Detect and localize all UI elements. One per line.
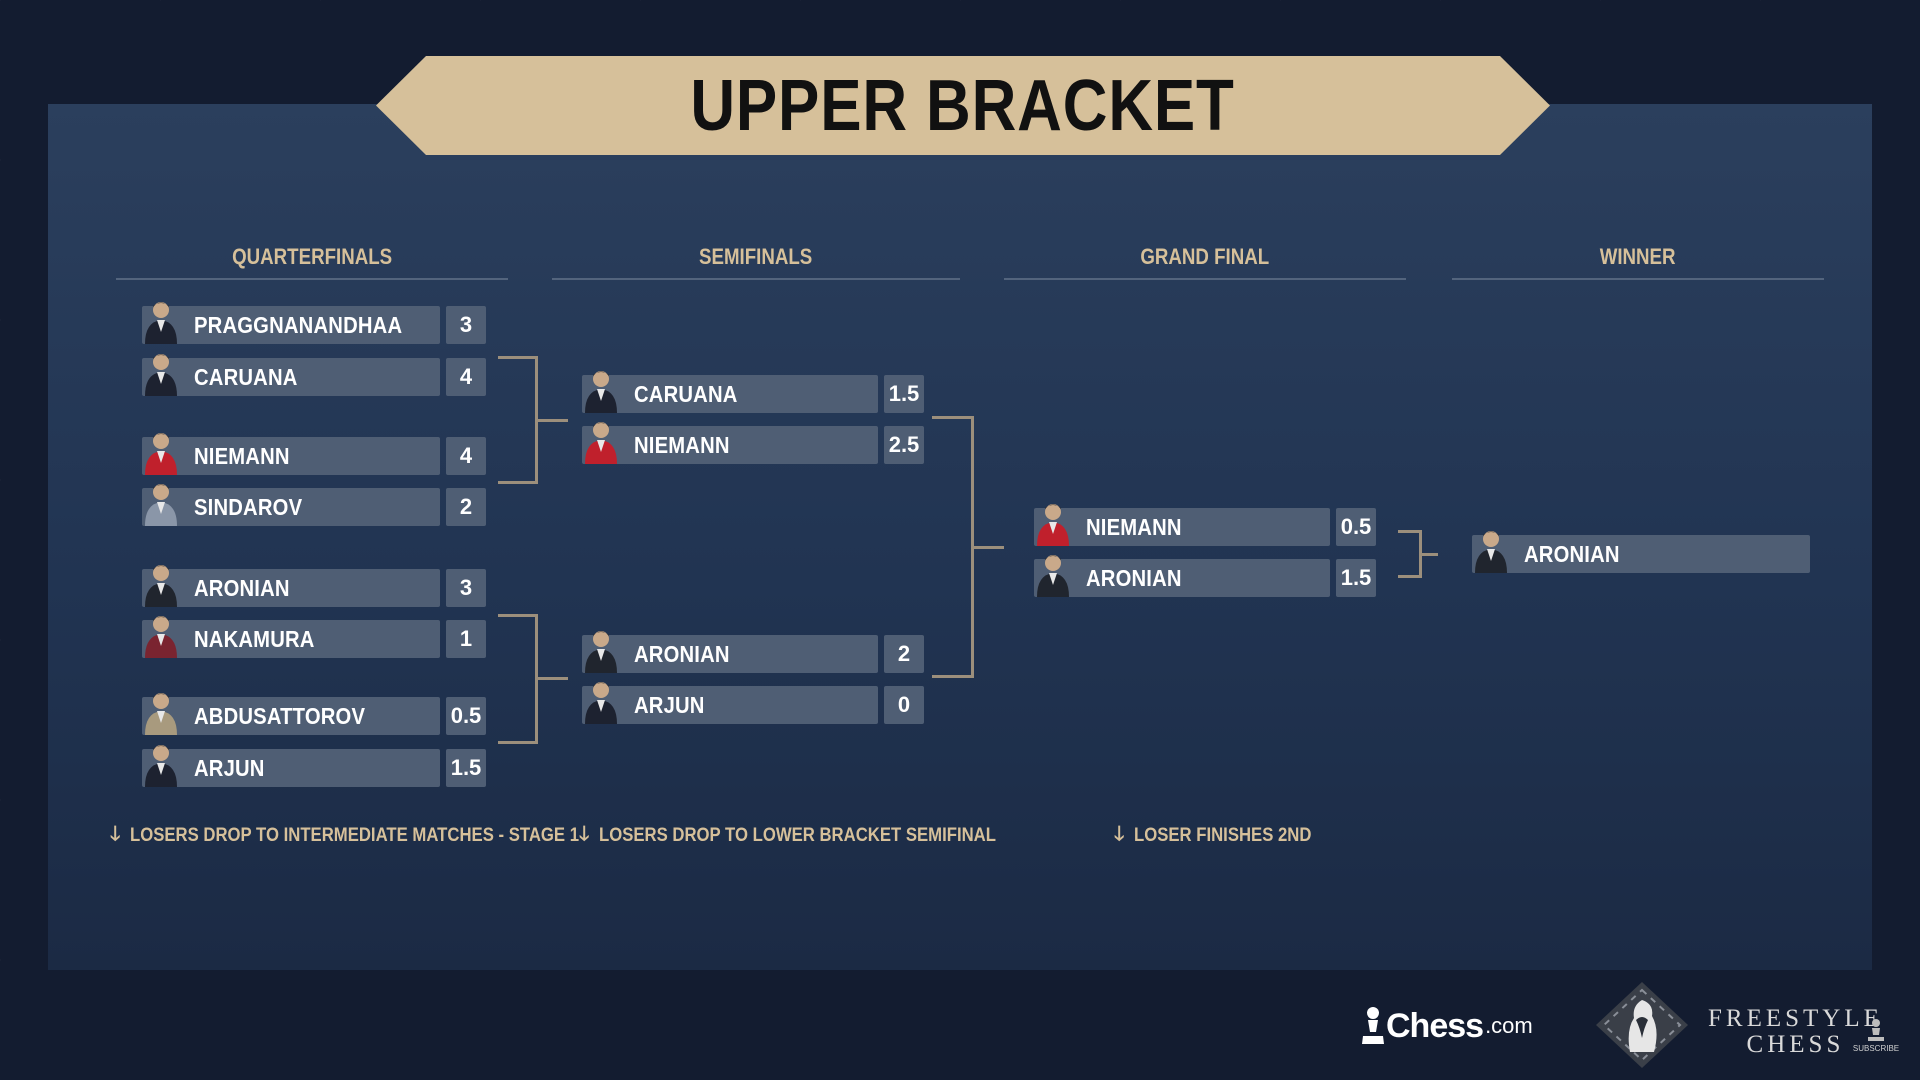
bracket-connector xyxy=(498,356,538,484)
player-name-box xyxy=(142,358,440,396)
player-name-box xyxy=(142,697,440,735)
column-header-semifinals: SEMIFINALS xyxy=(552,244,960,280)
player-name: NIEMANN xyxy=(1086,514,1182,540)
player-slot: PRAGGNANANDHAA 3 xyxy=(142,302,486,344)
player-score: 0.5 xyxy=(446,697,486,735)
player-score: 4 xyxy=(446,437,486,475)
down-arrow-icon: 🡓 xyxy=(579,823,590,845)
player-avatar-icon xyxy=(585,371,617,413)
player-slot: ARONIAN 2 xyxy=(582,631,924,673)
player-avatar-icon xyxy=(145,565,177,607)
player-score: 4 xyxy=(446,358,486,396)
pawn-icon xyxy=(1868,1019,1884,1041)
freestyle-chess-wordmark: FREESTYLE CHESS xyxy=(1708,1005,1883,1058)
chesscom-logo: Chess .com xyxy=(1360,1004,1533,1048)
player-slot: NIEMANN 2.5 xyxy=(582,422,924,464)
player-avatar-icon xyxy=(1037,504,1069,546)
player-slot: ARJUN 0 xyxy=(582,682,924,724)
player-slot: ARONIAN 1.5 xyxy=(1034,555,1376,597)
player-score: 3 xyxy=(446,569,486,607)
player-name: ARJUN xyxy=(194,755,265,781)
player-score: 1.5 xyxy=(1336,559,1376,597)
player-avatar-icon xyxy=(145,484,177,526)
player-avatar-icon xyxy=(145,616,177,658)
pawn-icon xyxy=(1362,1007,1384,1044)
title-banner: UPPER BRACKET xyxy=(376,56,1550,155)
column-header-winner: WINNER xyxy=(1452,244,1824,280)
player-slot: NAKAMURA 1 xyxy=(142,616,486,658)
player-name-box xyxy=(1034,559,1330,597)
note-quarterfinals: 🡓 LOSERS DROP TO INTERMEDIATE MATCHES - … xyxy=(110,822,641,850)
player-score: 1 xyxy=(446,620,486,658)
player-name-box xyxy=(1034,508,1330,546)
bracket-connector xyxy=(498,614,538,744)
player-avatar-icon xyxy=(1037,555,1069,597)
player-name-box xyxy=(582,686,878,724)
player-slot: NIEMANN 4 xyxy=(142,433,486,475)
player-name-box xyxy=(142,488,440,526)
down-arrow-icon: 🡓 xyxy=(1114,823,1125,845)
column-header-grand-final: GRAND FINAL xyxy=(1004,244,1406,280)
player-name: PRAGGNANANDHAA xyxy=(194,312,403,338)
column-header-quarterfinals: QUARTERFINALS xyxy=(116,244,508,280)
player-name: NAKAMURA xyxy=(194,626,315,652)
player-avatar-icon xyxy=(145,433,177,475)
player-score: 2 xyxy=(884,635,924,673)
player-name: ARONIAN xyxy=(1086,565,1182,591)
player-name: CARUANA xyxy=(634,381,738,407)
player-score: 2 xyxy=(446,488,486,526)
player-score: 0 xyxy=(884,686,924,724)
bracket-connector-line xyxy=(1422,553,1438,556)
note-semifinals: 🡓 LOSERS DROP TO LOWER BRACKET SEMIFINAL xyxy=(579,822,1051,850)
player-name-box xyxy=(582,375,878,413)
player-name: NIEMANN xyxy=(634,432,730,458)
player-avatar-icon xyxy=(1475,531,1507,573)
player-name: ABDUSATTOROV xyxy=(194,703,366,729)
note-grand-final: 🡓 LOSER FINISHES 2ND xyxy=(1114,822,1336,850)
player-name-box xyxy=(142,749,440,787)
page-title: UPPER BRACKET xyxy=(690,65,1236,146)
winner-slot: ARONIAN xyxy=(1472,531,1810,573)
player-score: 1.5 xyxy=(446,749,486,787)
player-name-box xyxy=(142,620,440,658)
subscribe-button[interactable]: SUBSCRIBE xyxy=(1852,1018,1900,1062)
player-slot: ABDUSATTOROV 0.5 xyxy=(142,693,486,735)
player-score: 1.5 xyxy=(884,375,924,413)
player-name: SINDAROV xyxy=(194,494,303,520)
player-name: ARONIAN xyxy=(634,641,730,667)
bracket-connector-line xyxy=(538,677,568,680)
player-score: 3 xyxy=(446,306,486,344)
player-avatar-icon xyxy=(585,422,617,464)
freestyle-chess-emblem-icon xyxy=(1596,982,1688,1068)
player-avatar-icon xyxy=(145,354,177,396)
bracket-connector xyxy=(932,416,974,678)
player-score: 2.5 xyxy=(884,426,924,464)
bracket-connector-line xyxy=(538,419,568,422)
player-name: ARONIAN xyxy=(194,575,290,601)
player-slot: CARUANA 4 xyxy=(142,354,486,396)
player-avatar-icon xyxy=(145,745,177,787)
player-slot: NIEMANN 0.5 xyxy=(1034,504,1376,546)
player-name-box xyxy=(142,306,440,344)
player-name-box xyxy=(582,635,878,673)
player-slot: SINDAROV 2 xyxy=(142,484,486,526)
player-avatar-icon xyxy=(585,631,617,673)
winner-name: ARONIAN xyxy=(1524,541,1620,567)
player-avatar-icon xyxy=(145,693,177,735)
bracket-connector-line xyxy=(974,546,1004,549)
player-slot: ARONIAN 3 xyxy=(142,565,486,607)
player-slot: CARUANA 1.5 xyxy=(582,371,924,413)
player-score: 0.5 xyxy=(1336,508,1376,546)
player-avatar-icon xyxy=(145,302,177,344)
player-name: CARUANA xyxy=(194,364,298,390)
down-arrow-icon: 🡓 xyxy=(110,823,121,845)
player-avatar-icon xyxy=(585,682,617,724)
player-name-box xyxy=(582,426,878,464)
player-name-box xyxy=(142,437,440,475)
player-name: NIEMANN xyxy=(194,443,290,469)
player-name: ARJUN xyxy=(634,692,705,718)
player-name-box xyxy=(142,569,440,607)
player-slot: ARJUN 1.5 xyxy=(142,745,486,787)
bracket-connector xyxy=(1398,530,1422,578)
